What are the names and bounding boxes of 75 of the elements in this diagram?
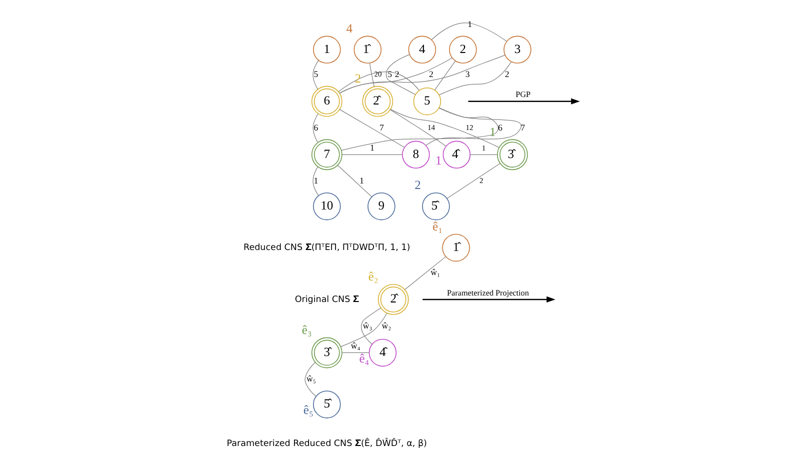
edge-label: 1 xyxy=(369,142,374,152)
node-label: ê₃ xyxy=(301,322,312,337)
edge-label: 3 xyxy=(464,69,470,80)
node-label: 2 xyxy=(414,178,420,192)
node-circle: 3 xyxy=(503,36,531,64)
node-circle: 3̂ xyxy=(310,337,342,368)
edge-label: ŵ₄ xyxy=(350,340,360,350)
connector xyxy=(404,256,446,290)
node-label: ê₁ xyxy=(432,219,442,234)
connector xyxy=(312,166,318,196)
node-circle: 2̂ xyxy=(362,86,393,117)
edge-label: ŵ₃ xyxy=(362,320,372,330)
node-label: ê₂ xyxy=(368,270,378,284)
node-label: 4 xyxy=(346,21,352,36)
edge-label: 2 xyxy=(428,69,433,80)
connector xyxy=(434,60,456,90)
node-circle: 4̂ xyxy=(442,140,470,169)
connector xyxy=(312,113,318,143)
edge-label: ŵ₂ xyxy=(381,320,391,330)
node-circle: 5 xyxy=(412,87,441,116)
node-circle: 7 xyxy=(310,139,342,170)
connector xyxy=(438,62,512,96)
node-circle: 10 xyxy=(312,192,340,220)
connector xyxy=(336,164,372,198)
node-label: 1 xyxy=(434,153,442,168)
node-circle: 2 xyxy=(448,36,476,64)
node-circle: 5̂ xyxy=(312,390,340,418)
connector xyxy=(341,154,402,155)
connector xyxy=(469,154,498,155)
edge-label: 6 xyxy=(498,122,502,132)
node-circle: 1̂ xyxy=(353,36,382,64)
connector xyxy=(340,108,498,151)
connector xyxy=(390,109,499,148)
edge-label: 2 xyxy=(504,69,509,80)
node-circle: 2̂ xyxy=(377,284,408,315)
node-circle: 9 xyxy=(367,192,395,220)
connector xyxy=(385,54,416,95)
label: Parameterized Reduced CNS 𝚺̂(Ê, D̂ŴD̂ᵀ, α, β) xyxy=(226,438,426,449)
node-circle: 3̂ xyxy=(496,139,528,170)
connector xyxy=(446,163,500,199)
node-circle: 4 xyxy=(408,36,436,64)
connector xyxy=(341,352,369,354)
edge-label: 1 xyxy=(467,18,472,29)
node-label: ê₄ xyxy=(358,351,369,366)
connector xyxy=(389,109,446,146)
edge-label: 2 xyxy=(394,69,399,80)
label: Reduced CNS 𝚺̂(ΠᵀEΠ, ΠᵀDWDᵀΠ, 1, 1) xyxy=(243,243,410,254)
connector xyxy=(425,108,521,146)
edge-label: 5 xyxy=(313,69,318,80)
node-circle: 1 xyxy=(312,36,340,64)
connector xyxy=(368,62,374,87)
node-label: ê₅ xyxy=(302,403,313,418)
edge-label: ŵ₁ xyxy=(430,267,440,278)
connector xyxy=(338,72,420,92)
edge-label: 1 xyxy=(358,176,364,186)
connector xyxy=(340,312,387,347)
edge-label: 7 xyxy=(520,122,524,132)
node-circle: 8 xyxy=(402,140,430,169)
connector xyxy=(338,109,404,148)
edge-label: 5 xyxy=(387,69,392,80)
node-circle: 1̂ xyxy=(442,234,470,262)
connector xyxy=(304,362,316,397)
connector xyxy=(338,57,452,94)
edge-label: 6 xyxy=(313,122,318,132)
connector xyxy=(430,22,507,42)
connector xyxy=(312,60,318,90)
node-circle: 6 xyxy=(310,86,342,117)
edge-label: ŵ₅ xyxy=(306,374,316,384)
connector xyxy=(338,54,505,94)
label: Original CNS 𝚺 xyxy=(294,294,358,305)
edge-label: 7 xyxy=(379,122,384,132)
node-circle: 4̂ xyxy=(368,338,396,367)
connector xyxy=(360,308,381,345)
node-circle: 5̂ xyxy=(422,192,450,220)
edge-label: 1 xyxy=(313,176,318,186)
